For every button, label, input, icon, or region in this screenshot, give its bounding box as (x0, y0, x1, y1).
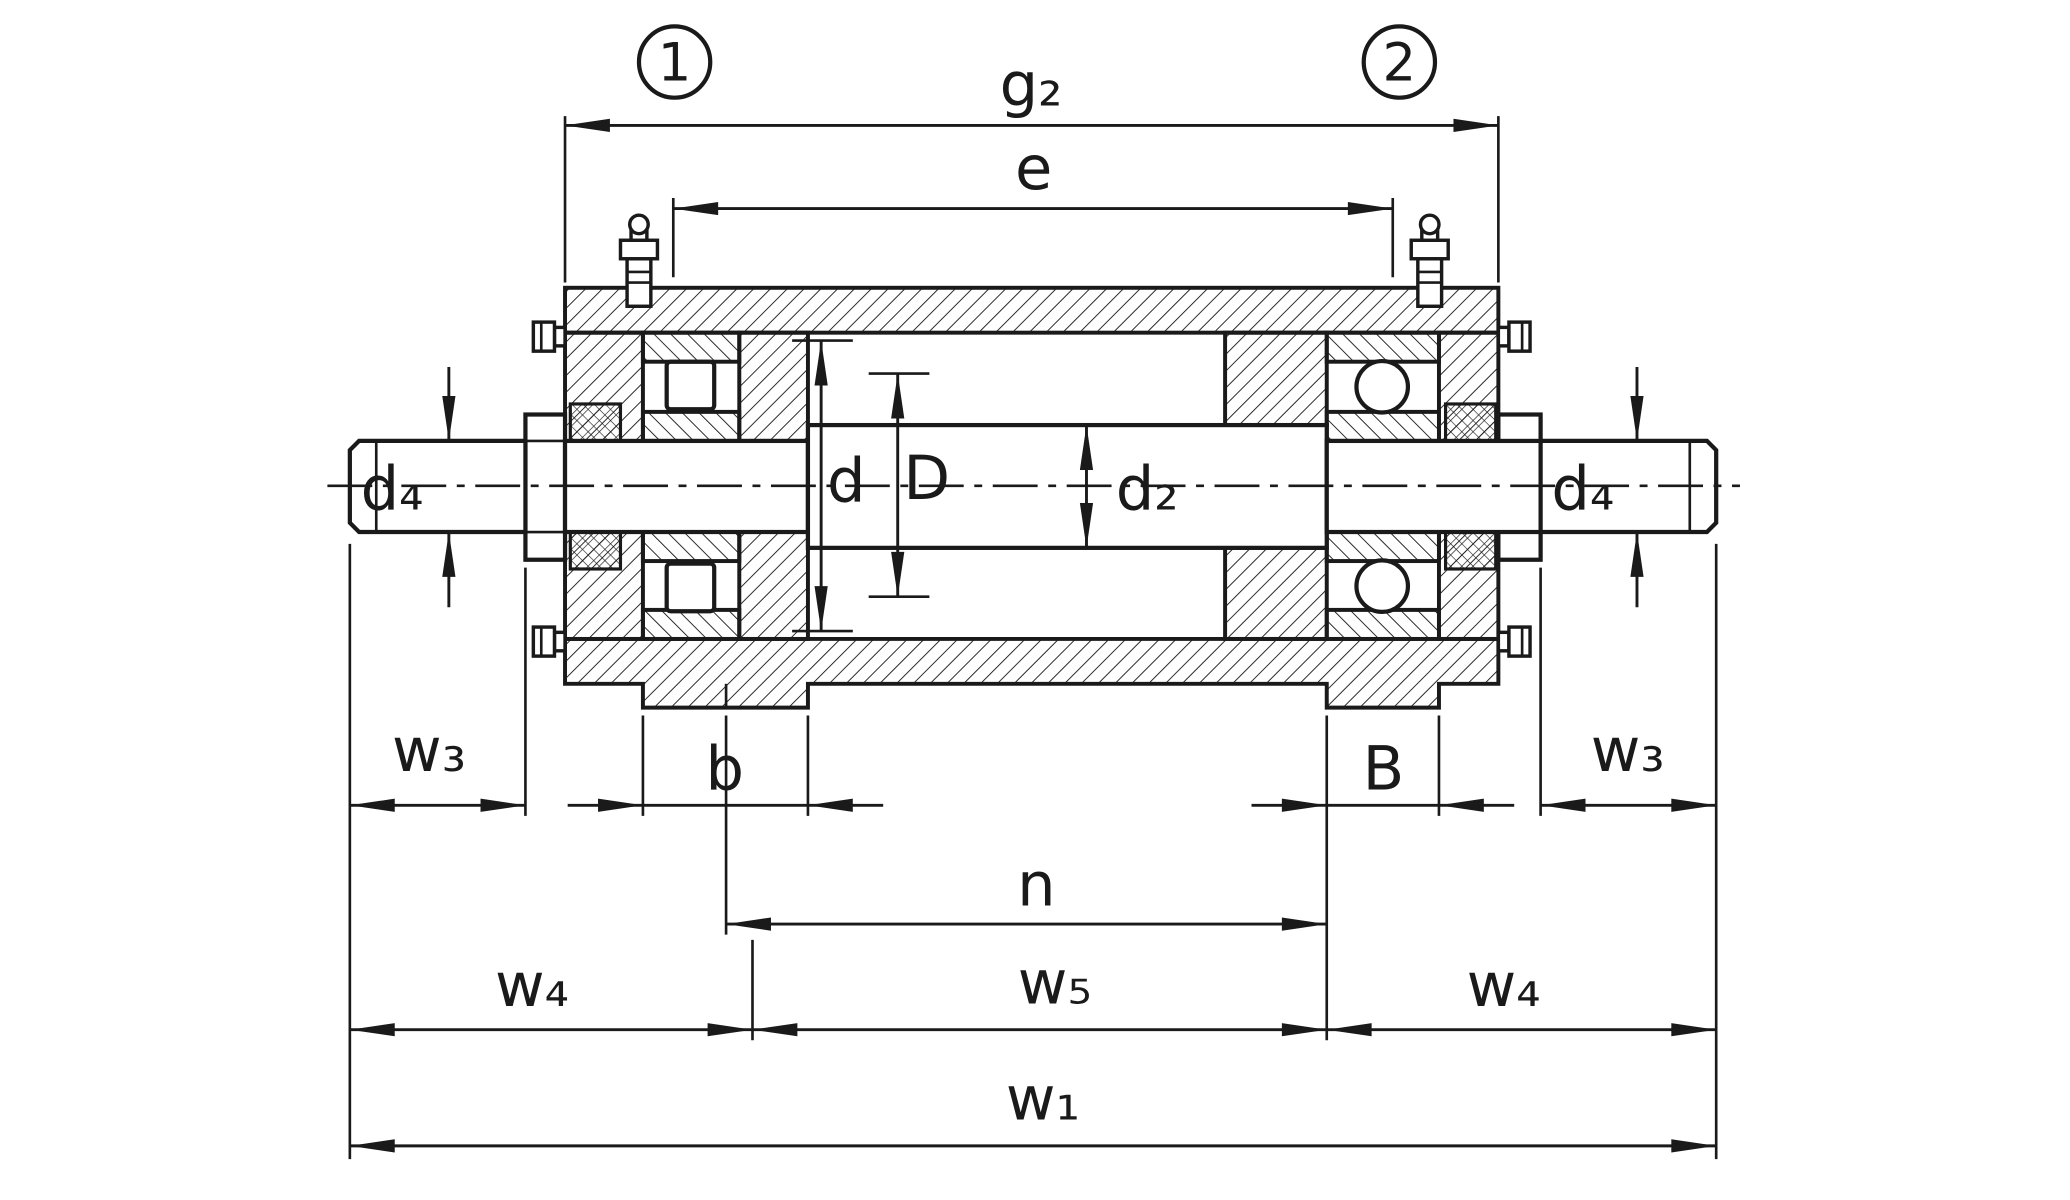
bottom-shell-with-feet (563, 636, 1501, 710)
seals (568, 402, 1498, 571)
left-inner-race-bottom (640, 530, 742, 564)
right-inner-race-bottom (1324, 530, 1441, 564)
shaft-right-section (1324, 438, 1543, 535)
dim-label-g2: g₂ (1000, 51, 1063, 121)
grease-fitting-left (618, 213, 660, 308)
dim-label-n: n (1017, 851, 1055, 921)
bolt-right-bottom (1496, 625, 1532, 658)
left-seal-top (568, 402, 623, 443)
right-ball-bottom (1354, 558, 1411, 614)
right-outer-race-top (1324, 330, 1441, 364)
dim-label-w1: w₁ (1006, 1064, 1080, 1134)
right-outer-race-bottom (1324, 607, 1441, 641)
bolt-left-top (531, 320, 567, 353)
left-outer-race-top (640, 330, 742, 364)
callout-2-label: 2 (1383, 33, 1417, 94)
dim-label-w3-left: w₃ (392, 716, 466, 786)
dim-label-e: e (1015, 134, 1052, 204)
dimension-lines (349, 118, 1717, 1153)
dim-label-B: B (1363, 734, 1405, 804)
dim-label-d2: d₂ (1116, 455, 1179, 525)
left-roller-bottom (664, 561, 717, 614)
callout-1-circle (636, 24, 713, 100)
dim-label-w5: w₅ (1018, 948, 1092, 1018)
callouts: 1 2 (636, 24, 1438, 100)
dim-label-w4-left: w₄ (495, 951, 569, 1021)
grease-fitting-right (1409, 213, 1450, 308)
callout-1-label: 1 (658, 33, 692, 94)
dim-label-d: d (827, 447, 866, 517)
left-inner-race-top (640, 409, 742, 443)
bolt-left-bottom (531, 625, 567, 658)
bolt-right-top (1496, 320, 1532, 353)
left-outer-race-bottom (640, 607, 742, 641)
tube-hub-left-top (737, 330, 810, 443)
right-inner-race-top (1324, 409, 1441, 443)
grease-nipple-ball-right (1418, 213, 1441, 236)
dim-label-d4-left: d₄ (361, 455, 424, 525)
right-seal-bottom (1443, 530, 1498, 571)
rolling-elements (664, 358, 1411, 614)
dim-label-w3-right: w₃ (1591, 716, 1665, 786)
right-ball-top (1354, 358, 1411, 415)
callout-2-circle (1361, 24, 1438, 100)
dim-label-b: b (705, 734, 744, 804)
tube-hub-right-bottom (1223, 545, 1329, 641)
right-seal-top (1443, 402, 1498, 443)
tube-hub-right-top (1223, 330, 1329, 428)
dim-label-d4-right: d₄ (1551, 455, 1614, 525)
grease-nipple-ball-left (628, 213, 650, 236)
dimension-labels: g₂ e d₄ d D d₂ d₄ w₃ b B w₃ n w₄ w₅ w₄ w… (361, 51, 1665, 1135)
dim-label-D: D (903, 444, 950, 514)
dim-label-w4-right: w₄ (1467, 951, 1541, 1021)
left-seal-bottom (568, 530, 623, 571)
left-roller-top (664, 359, 717, 412)
tube-hub-left-bottom (737, 530, 810, 641)
grease-fittings (618, 213, 1450, 308)
side-bolts (531, 320, 1532, 658)
top-shell (563, 285, 1501, 335)
